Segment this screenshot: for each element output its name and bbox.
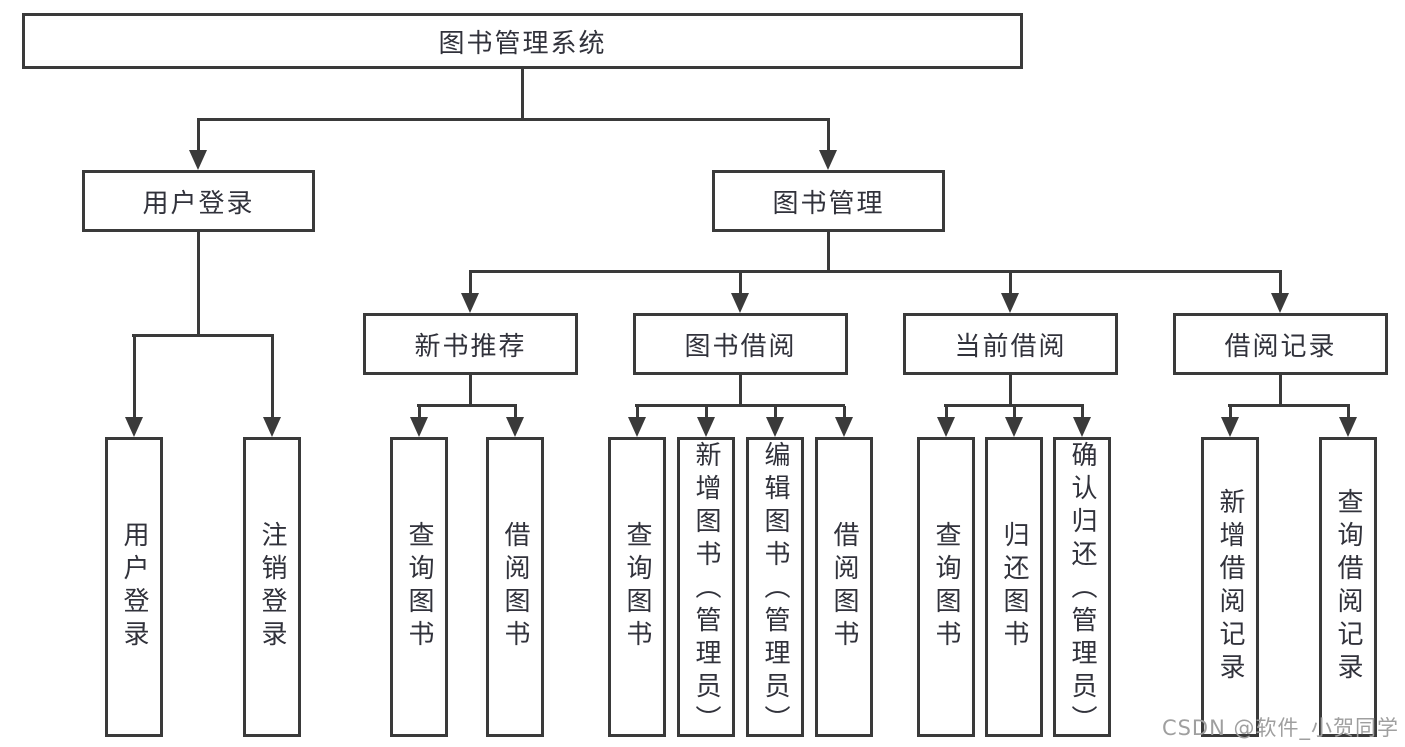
node-label: 借阅图书 <box>829 521 859 653</box>
arrow-to-login <box>125 417 143 437</box>
node-label: 借阅记录 <box>1224 331 1337 362</box>
node-logout: 注销登录 <box>243 437 301 737</box>
arrow-to-book-borrow <box>731 293 749 313</box>
node-cb-confirm-return: 确认归还（管理员） <box>1053 437 1111 738</box>
node-bb-edit-books: 编辑图书（管理员） <box>746 437 804 738</box>
node-br-query-record: 查询借阅记录 <box>1319 437 1377 737</box>
connector-new-books-down <box>469 375 472 407</box>
node-book-borrow: 图书借阅 <box>633 313 848 375</box>
node-label: 查询图书 <box>404 521 434 653</box>
connector-book-borrow-stem <box>739 270 742 295</box>
arrow-to-br-add <box>1221 417 1239 437</box>
connector-new-books-hline <box>417 404 517 407</box>
node-label: 图书管理 <box>772 188 885 219</box>
arrow-to-nb-borrow <box>506 417 524 437</box>
connector-current-borrow-down <box>1009 375 1012 407</box>
node-cb-return-books: 归还图书 <box>985 437 1043 737</box>
node-label: 新增图书（管理员） <box>691 441 721 738</box>
csdn-watermark: CSDN @软件_小贺同学 <box>1161 716 1399 740</box>
connector-cb-return-stem <box>1013 406 1016 419</box>
connector-logout-stem <box>271 334 274 419</box>
arrow-to-logout <box>263 417 281 437</box>
connector-nb-borrow-stem <box>514 406 517 419</box>
connector-user-login-stem <box>197 118 200 152</box>
connector-bb-add-stem <box>705 406 708 419</box>
node-user-login: 用户登录 <box>82 170 315 232</box>
node-label: 编辑图书（管理员） <box>760 441 790 738</box>
node-label: 用户登录 <box>119 521 149 653</box>
connector-cb-query-stem <box>945 406 948 419</box>
connector-book-borrow-down <box>739 375 742 407</box>
node-label: 注销登录 <box>257 521 287 653</box>
arrow-to-current-borrow <box>1001 293 1019 313</box>
arrow-to-nb-query <box>410 417 428 437</box>
connector-borrow-records-down <box>1279 375 1282 407</box>
connector-book-mgmt-stem <box>827 118 830 152</box>
connector-root-stem <box>521 69 524 120</box>
node-nb-query-books: 查询图书 <box>390 437 448 737</box>
node-label: 查询借阅记录 <box>1333 488 1363 686</box>
node-label: 新增借阅记录 <box>1215 488 1245 686</box>
connector-current-borrow-stem <box>1009 270 1012 295</box>
connector-borrow-records-hline <box>1228 404 1350 407</box>
node-label: 用户登录 <box>142 188 255 219</box>
node-label: 当前借阅 <box>954 331 1067 362</box>
connector-user-login-down <box>197 232 200 336</box>
connector-borrow-records-stem <box>1279 270 1282 295</box>
node-bb-query-books: 查询图书 <box>608 437 666 737</box>
node-cb-query-books: 查询图书 <box>917 437 975 737</box>
arrow-to-bb-add <box>697 417 715 437</box>
arrow-to-bb-query <box>628 417 646 437</box>
node-label: 归还图书 <box>999 521 1029 653</box>
node-label: 查询图书 <box>931 521 961 653</box>
arrow-to-book-mgmt <box>819 150 837 170</box>
connector-bb-edit-stem <box>774 406 777 419</box>
arrow-to-br-query <box>1339 417 1357 437</box>
node-nb-borrow-books: 借阅图书 <box>486 437 544 737</box>
node-book-mgmt: 图书管理 <box>712 170 945 232</box>
node-borrow-records: 借阅记录 <box>1173 313 1388 375</box>
connector-current-borrow-hline <box>944 404 1084 407</box>
node-br-add-record: 新增借阅记录 <box>1201 437 1259 737</box>
connector-book-borrow-hline <box>635 404 845 407</box>
arrow-to-cb-query <box>937 417 955 437</box>
arrow-to-user-login <box>189 150 207 170</box>
connector-book-mgmt-hline <box>469 270 1282 273</box>
node-current-borrow: 当前借阅 <box>903 313 1118 375</box>
connector-login-stem <box>133 334 136 419</box>
node-label: 图书借阅 <box>684 331 797 362</box>
connector-root-hline <box>197 118 830 121</box>
arrow-to-borrow-records <box>1271 293 1289 313</box>
connector-new-books-stem <box>469 270 472 295</box>
connector-bb-borrow-stem <box>843 406 846 419</box>
node-label: 查询图书 <box>622 521 652 653</box>
node-bb-add-books: 新增图书（管理员） <box>677 437 735 738</box>
connector-bb-query-stem <box>636 406 639 419</box>
connector-user-login-hline <box>132 334 274 337</box>
arrow-to-cb-confirm <box>1073 417 1091 437</box>
node-root: 图书管理系统 <box>22 13 1023 69</box>
connector-nb-query-stem <box>418 406 421 419</box>
node-label: 新书推荐 <box>414 331 527 362</box>
connector-br-add-stem <box>1229 406 1232 419</box>
node-login: 用户登录 <box>105 437 163 737</box>
arrow-to-cb-return <box>1005 417 1023 437</box>
node-label: 借阅图书 <box>500 521 530 653</box>
connector-br-query-stem <box>1347 406 1350 419</box>
connector-book-mgmt-down <box>827 232 830 272</box>
arrow-to-bb-borrow <box>835 417 853 437</box>
node-bb-borrow-books: 借阅图书 <box>815 437 873 737</box>
node-label: 图书管理系统 <box>438 28 607 59</box>
node-label: 确认归还（管理员） <box>1067 441 1097 738</box>
node-new-books: 新书推荐 <box>363 313 578 375</box>
connector-cb-confirm-stem <box>1081 406 1084 419</box>
arrow-to-bb-edit <box>766 417 784 437</box>
arrow-to-new-books <box>461 293 479 313</box>
